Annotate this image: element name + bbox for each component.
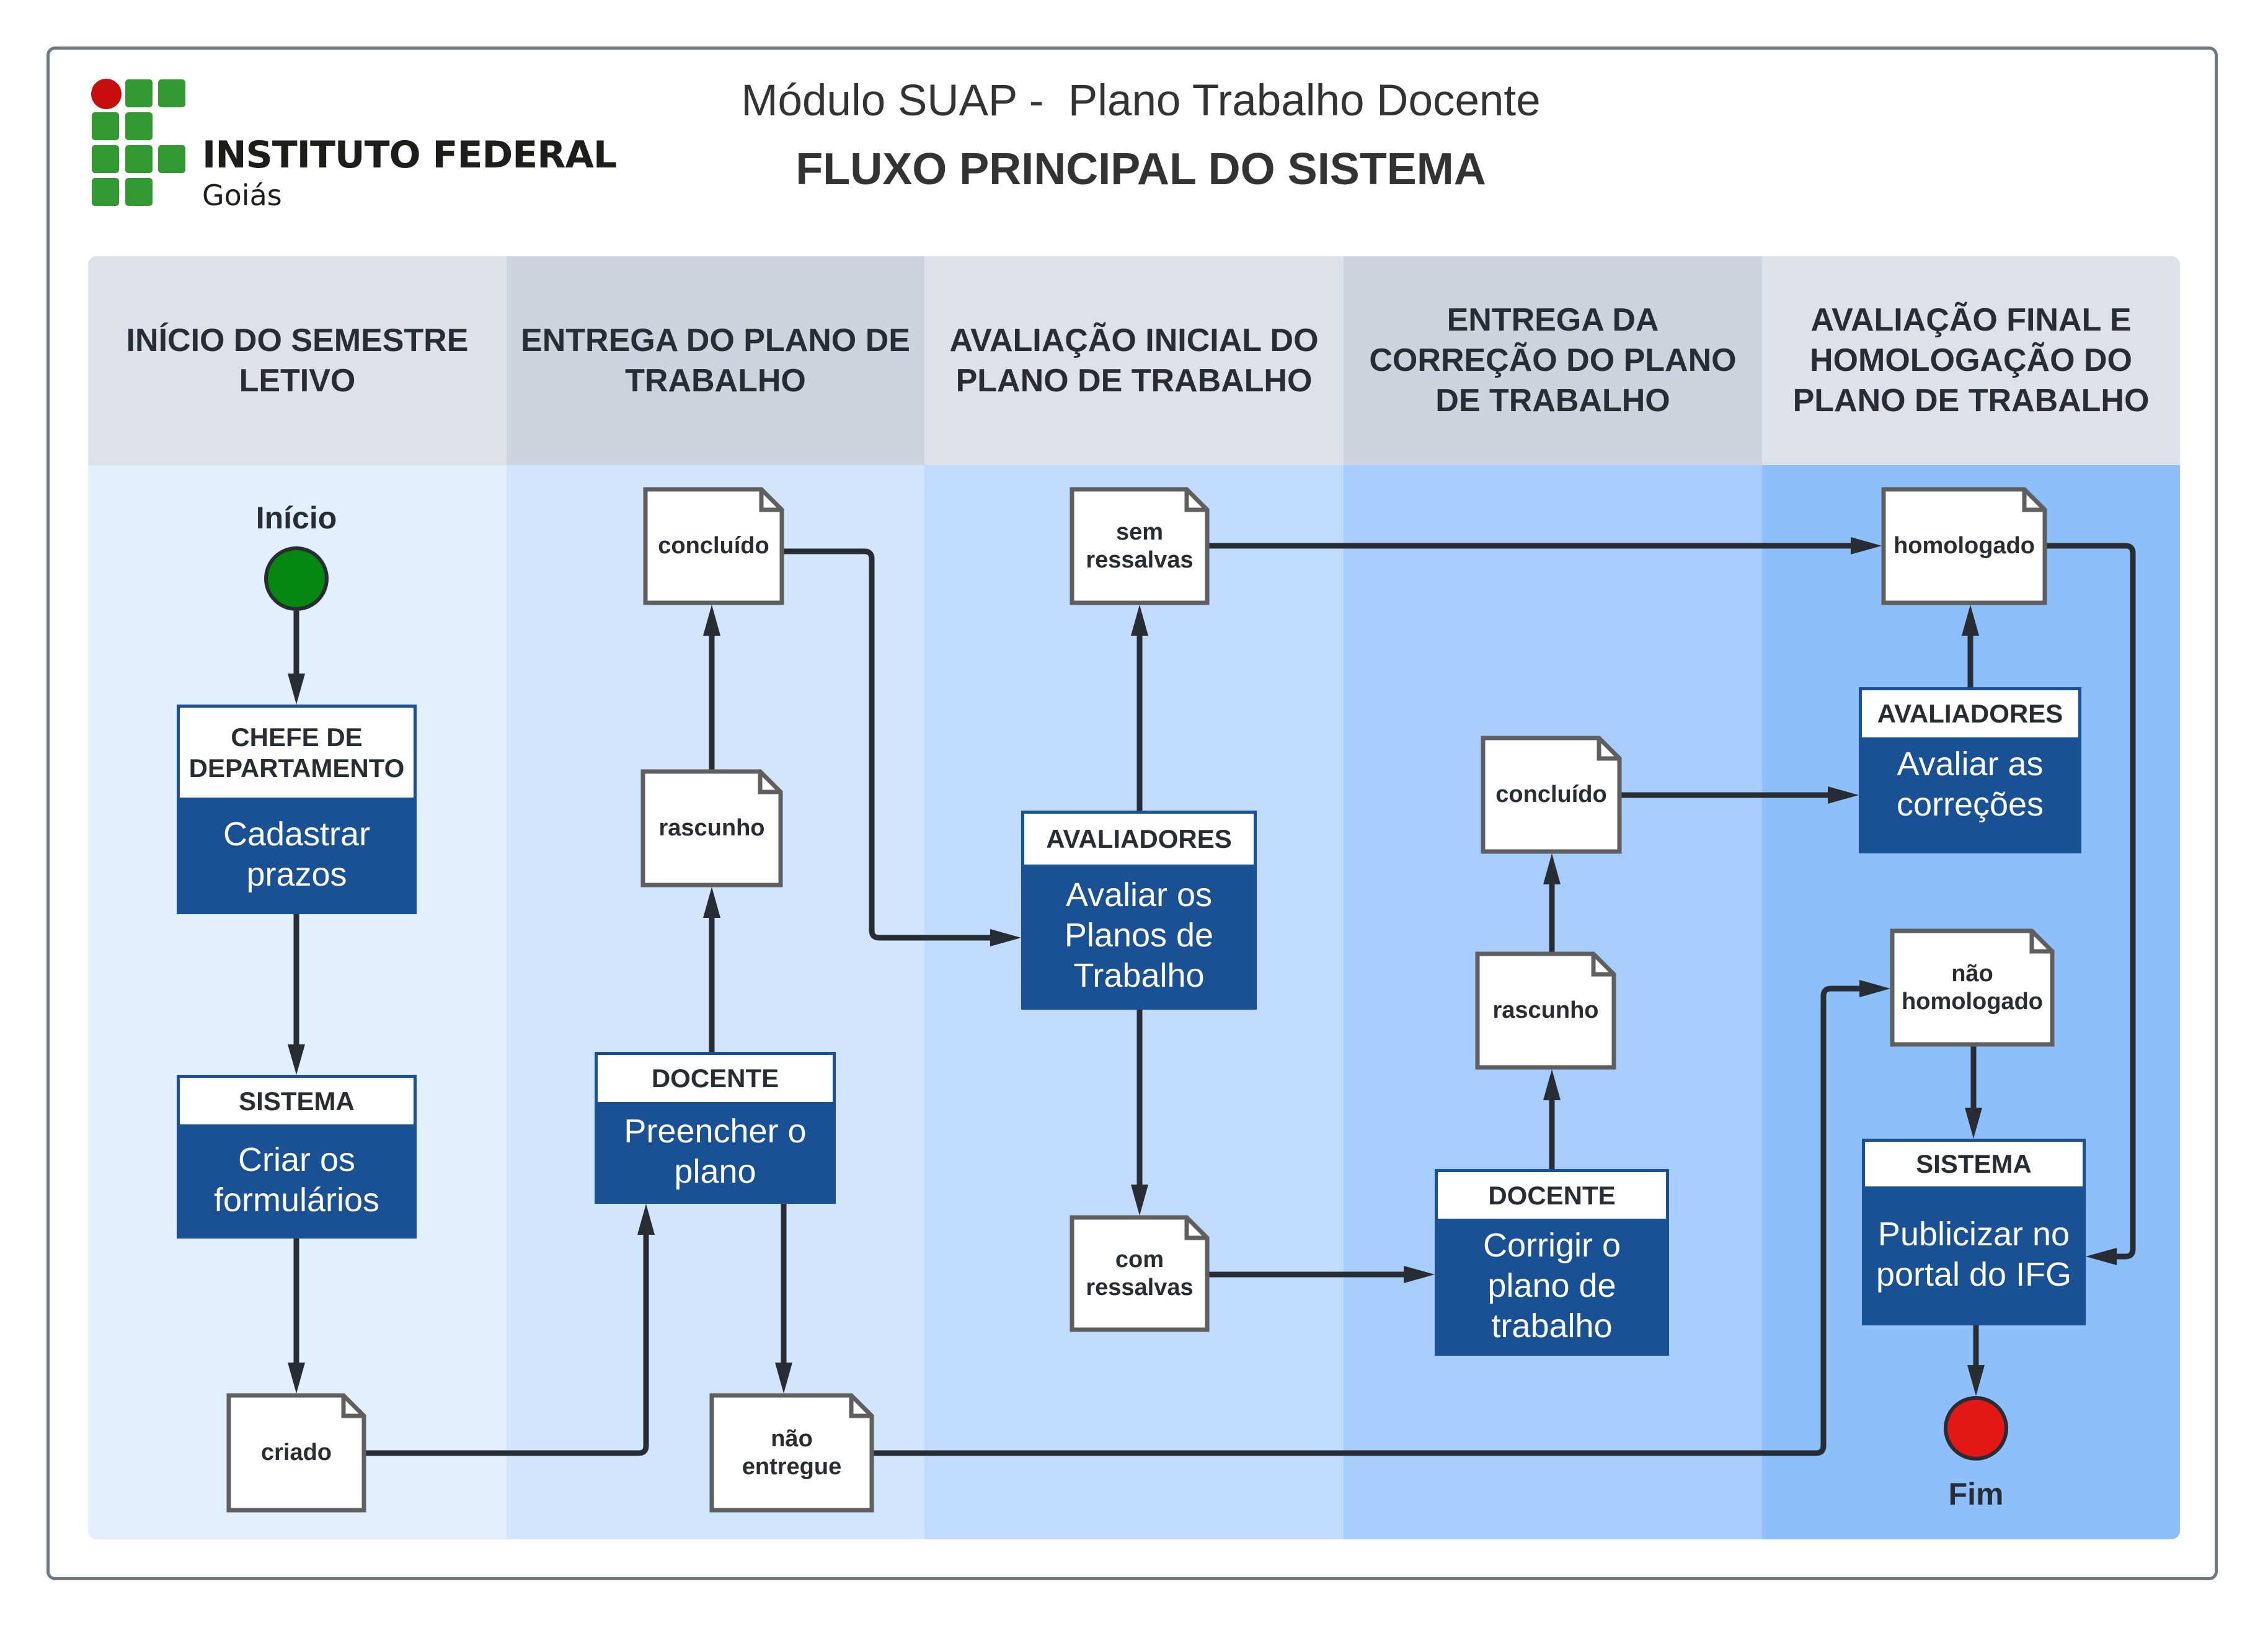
document-nao-homologado[interactable]: não homologado (1890, 928, 2055, 1047)
lane-header: AVALIAÇÃO FINAL E HOMOLOGAÇÃO DO PLANO D… (1762, 256, 2180, 465)
task-role: DOCENTE (1438, 1172, 1666, 1219)
logo-square (92, 178, 119, 206)
document-com-ressalvas[interactable]: com ressalvas (1070, 1215, 1210, 1332)
document-shape (1881, 487, 2047, 605)
task-criar-formularios[interactable]: SISTEMA Criar os formulários (177, 1075, 417, 1239)
document-fold (2029, 931, 2052, 954)
task-avaliar-correcoes[interactable]: AVALIADORES Avaliar as correções (1859, 687, 2081, 853)
document-label: concluído (658, 533, 769, 559)
diagram-subtitle: FLUXO PRINCIPAL DO SISTEMA (795, 145, 1486, 194)
document-label: com ressalvas (1086, 1246, 1194, 1301)
document-page (1070, 487, 1210, 605)
document-page (1070, 1215, 1210, 1332)
lane-header: AVALIAÇÃO INICIAL DO PLANO DE TRABALHO (924, 256, 1344, 465)
logo-square (125, 178, 153, 206)
task-action: Criar os formulários (213, 1141, 380, 1219)
document-label: rascunho (658, 815, 765, 841)
document-page (1475, 951, 1616, 1070)
document-label: criado (260, 1439, 332, 1466)
document-fold (1591, 954, 1614, 977)
end-node[interactable] (1944, 1396, 2008, 1461)
document-fold (759, 489, 782, 512)
document-shape (1481, 736, 1622, 854)
document-label: sem ressalvas (1086, 518, 1194, 573)
task-role: AVALIADORES (1024, 814, 1254, 865)
task-role: AVALIADORES (1862, 690, 2078, 737)
document-shape (1070, 1215, 1210, 1332)
document-page (1481, 736, 1622, 854)
institute-logo: INSTITUTO FEDERAL Goiás (87, 74, 617, 217)
document-page (1890, 928, 2055, 1047)
lane-header: ENTREGA DA CORREÇÃO DO PLANO DE TRABALHO (1344, 256, 1762, 465)
document-fold (1184, 1217, 1207, 1240)
task-preencher-plano[interactable]: DOCENTE Preencher o plano (595, 1052, 836, 1204)
document-fold (1597, 738, 1619, 761)
document-shape (643, 487, 784, 605)
document-fold (1184, 489, 1207, 512)
logo-square (125, 112, 153, 140)
lane-header: INÍCIO DO SEMESTRE LETIVO (88, 256, 507, 465)
task-action: Preencher o plano (624, 1112, 807, 1190)
logo-name: INSTITUTO FEDERAL (202, 133, 617, 177)
task-role: SISTEMA (1865, 1142, 2083, 1186)
task-action: Publicizar no portal do IFG (1876, 1215, 2072, 1293)
lane-body (507, 465, 924, 1539)
document-fold (758, 772, 781, 794)
start-label: Início (255, 500, 337, 535)
document-fold (849, 1395, 872, 1418)
task-action: Cadastrar prazos (223, 815, 371, 893)
document-criado[interactable]: criado (226, 1393, 366, 1513)
lane-body (88, 465, 507, 1539)
task-action: Avaliar os Planos de Trabalho (1064, 876, 1214, 994)
logo-square (125, 79, 153, 107)
task-publicizar-portal[interactable]: SISTEMA Publicizar no portal do IFG (1862, 1139, 2086, 1325)
logo-square (92, 112, 119, 140)
task-avaliar-planos[interactable]: AVALIADORES Avaliar os Planos de Trabalh… (1021, 811, 1257, 1010)
logo-square (158, 79, 185, 107)
task-cadastrar-prazos[interactable]: CHEFE DE DEPARTAMENTO Cadastrar prazos (177, 705, 417, 914)
document-page (640, 769, 783, 887)
lane-avaliacao-final: AVALIAÇÃO FINAL E HOMOLOGAÇÃO DO PLANO D… (1762, 256, 2180, 1539)
document-concluido[interactable]: concluído (643, 487, 784, 605)
lane-header: ENTREGA DO PLANO DE TRABALHO (507, 256, 924, 465)
document-shape (1475, 951, 1616, 1070)
task-corrigir-plano[interactable]: DOCENTE Corrigir o plano de trabalho (1435, 1169, 1669, 1356)
document-page (643, 487, 784, 605)
document-label: concluído (1495, 781, 1607, 807)
document-shape (1070, 487, 1210, 605)
document-page (709, 1393, 874, 1513)
diagram-title: Módulo SUAP - Plano Trabalho Docente (741, 76, 1541, 125)
start-node[interactable] (264, 546, 329, 611)
document-label: não homologado (1902, 960, 2043, 1015)
document-label: homologado (1894, 533, 2035, 559)
task-action: Corrigir o plano de trabalho (1482, 1226, 1621, 1345)
document-rascunho[interactable]: rascunho (640, 769, 783, 887)
end-label: Fim (1948, 1477, 2004, 1511)
document-shape (709, 1393, 874, 1513)
document-page (226, 1393, 366, 1513)
logo-square (125, 145, 153, 173)
document-shape (226, 1393, 366, 1513)
task-role: DOCENTE (598, 1055, 833, 1102)
document-nao-entregue[interactable]: não entregue (709, 1393, 874, 1513)
document-concluido-correcao[interactable]: concluído (1481, 736, 1622, 854)
logo-square (158, 145, 185, 173)
document-shape (640, 769, 783, 887)
document-shape (1890, 928, 2055, 1047)
document-sem-ressalvas[interactable]: sem ressalvas (1070, 487, 1210, 605)
document-label: rascunho (1492, 997, 1599, 1023)
document-fold (2022, 489, 2045, 512)
task-role: SISTEMA (180, 1078, 414, 1124)
lane-entrega-plano: ENTREGA DO PLANO DE TRABALHO (507, 256, 924, 1539)
document-label: não entregue (742, 1425, 842, 1480)
logo-red-dot (91, 79, 122, 109)
task-role: CHEFE DE DEPARTAMENTO (180, 708, 414, 798)
logo-subtitle: Goiás (202, 179, 282, 212)
document-page (1881, 487, 2047, 605)
document-homologado[interactable]: homologado (1881, 487, 2047, 605)
document-fold (341, 1395, 364, 1418)
task-action: Avaliar as correções (1896, 745, 2044, 823)
logo-square (92, 145, 119, 173)
document-rascunho-correcao[interactable]: rascunho (1475, 951, 1616, 1070)
